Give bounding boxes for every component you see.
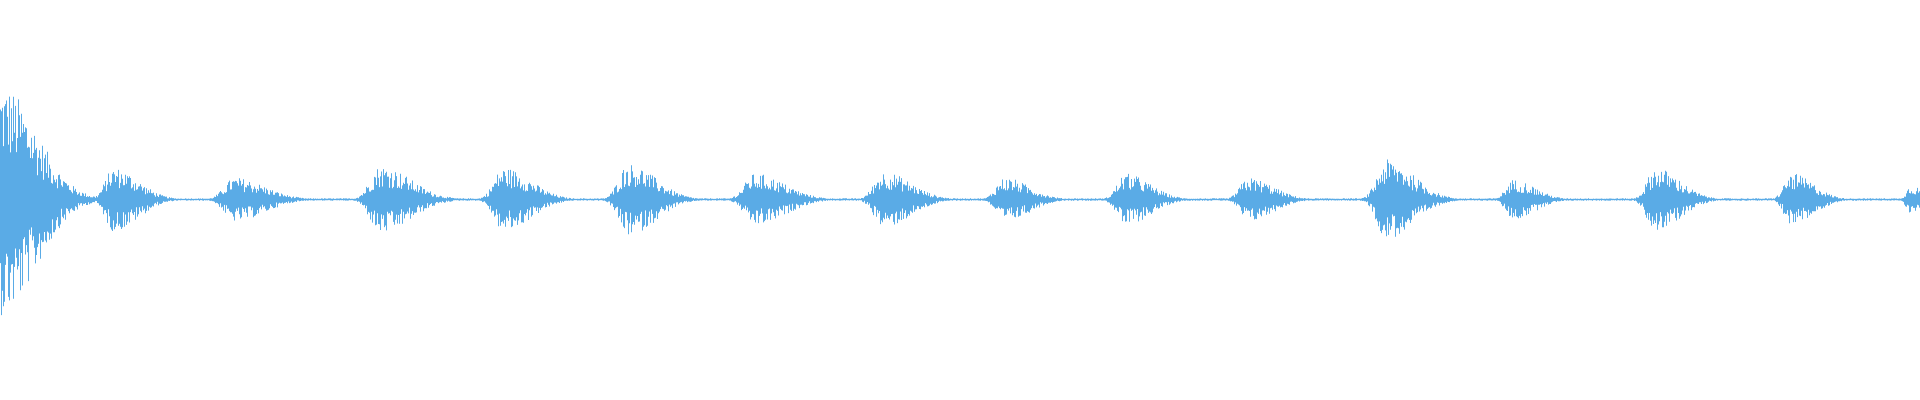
waveform-samples — [0, 96, 1920, 316]
waveform-path — [0, 96, 1920, 316]
